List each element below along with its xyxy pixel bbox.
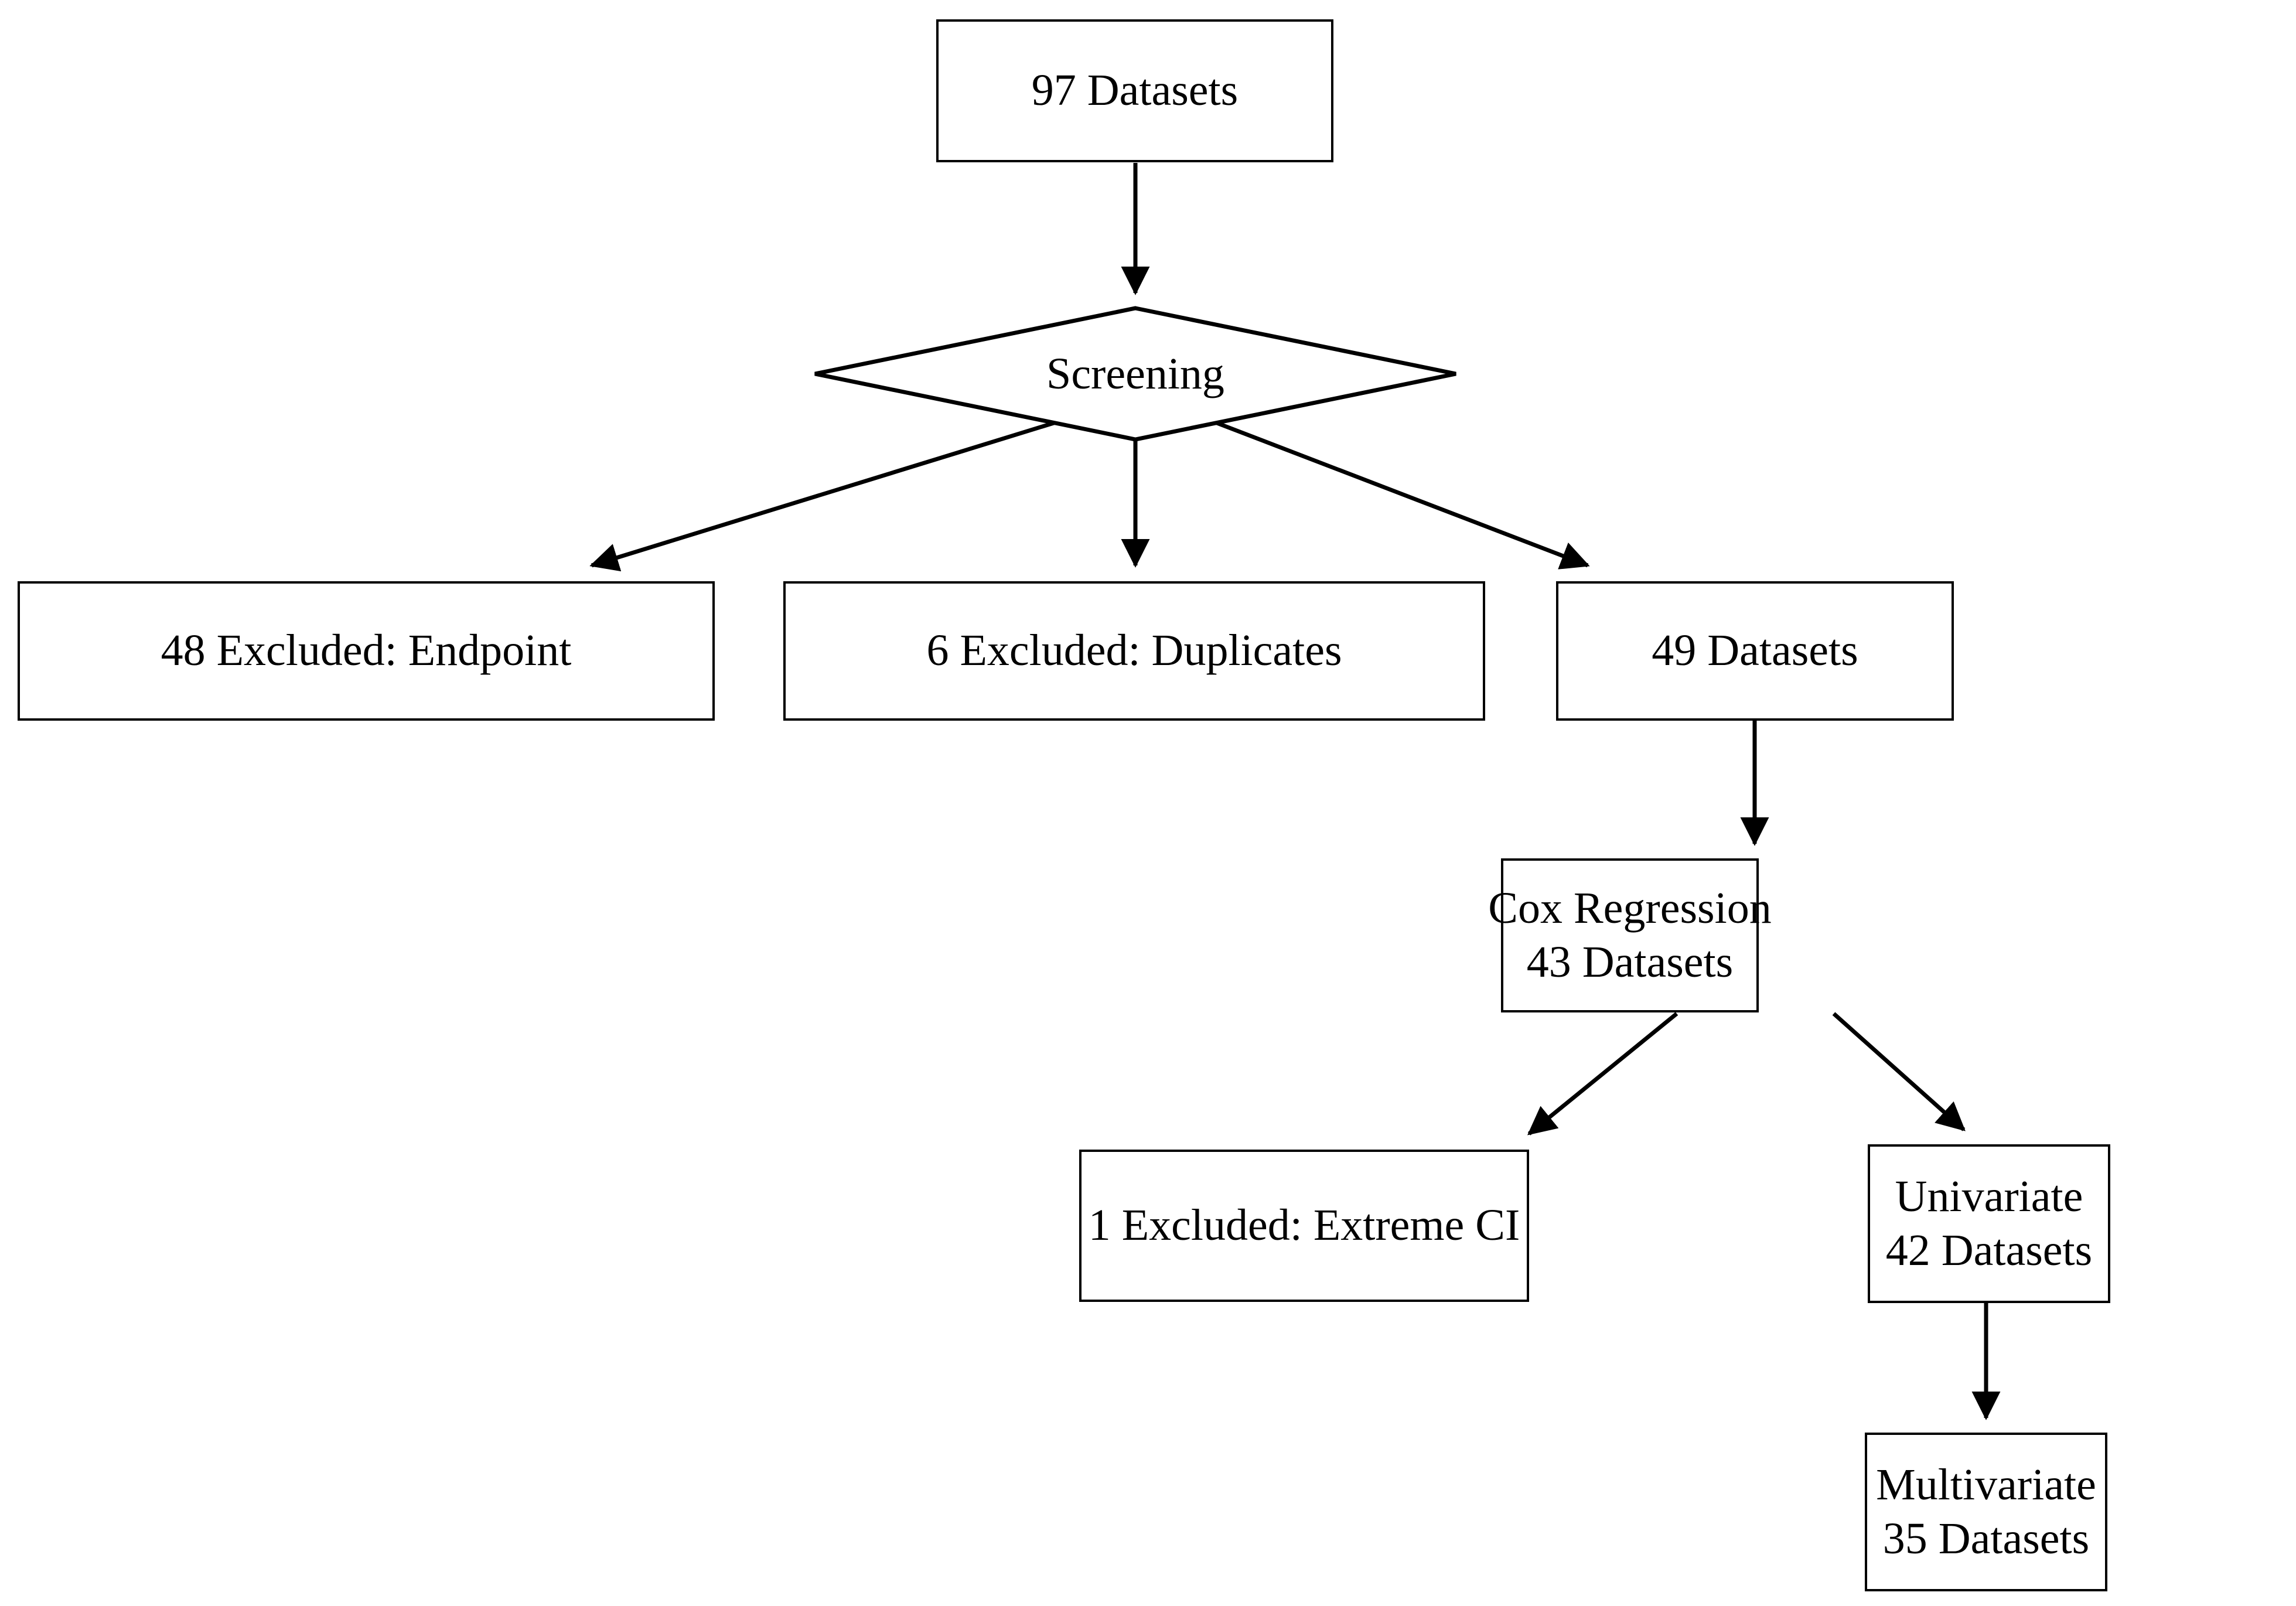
node-cox-regression-line2: 43 Datasets xyxy=(1526,937,1734,987)
node-remaining-label: 49 Datasets xyxy=(1652,626,1858,676)
node-cox-regression-line1: Cox Regression xyxy=(1488,884,1772,933)
node-excluded-duplicates[interactable]: 6 Excluded: Duplicates xyxy=(783,581,1485,721)
node-remaining[interactable]: 49 Datasets xyxy=(1556,581,1954,721)
node-multivariate[interactable]: Multivariate 35 Datasets xyxy=(1865,1433,2107,1591)
edge-screening-to-remaining xyxy=(1213,420,1590,570)
node-univariate[interactable]: Univariate 42 Datasets xyxy=(1868,1144,2110,1303)
edge-cox-to-univariate xyxy=(1832,1012,1966,1131)
node-excluded-endpoint-label: 48 Excluded: Endpoint xyxy=(161,626,572,676)
node-start[interactable]: 97 Datasets xyxy=(936,19,1333,162)
node-univariate-line2: 42 Datasets xyxy=(1885,1225,2093,1275)
node-univariate-line1: Univariate xyxy=(1895,1172,2083,1222)
node-screening[interactable]: Screening xyxy=(813,306,1458,442)
node-excluded-extreme-ci[interactable]: 1 Excluded: Extreme CI xyxy=(1079,1150,1529,1302)
node-excluded-duplicates-label: 6 Excluded: Duplicates xyxy=(926,626,1342,676)
node-start-label: 97 Datasets xyxy=(1031,66,1239,115)
node-cox-regression[interactable]: Cox Regression 43 Datasets xyxy=(1488,858,1772,1012)
edge-screening-to-excluded-endpoint xyxy=(589,420,1059,572)
node-multivariate-line2: 35 Datasets xyxy=(1882,1513,2090,1563)
diamond-shape xyxy=(814,306,1456,442)
edge-cox-to-excluded-extreme-ci xyxy=(1527,1012,1678,1136)
node-excluded-extreme-ci-label: 1 Excluded: Extreme CI xyxy=(1088,1201,1520,1250)
node-multivariate-line1: Multivariate xyxy=(1876,1460,2096,1510)
node-excluded-endpoint[interactable]: 48 Excluded: Endpoint xyxy=(18,581,715,721)
